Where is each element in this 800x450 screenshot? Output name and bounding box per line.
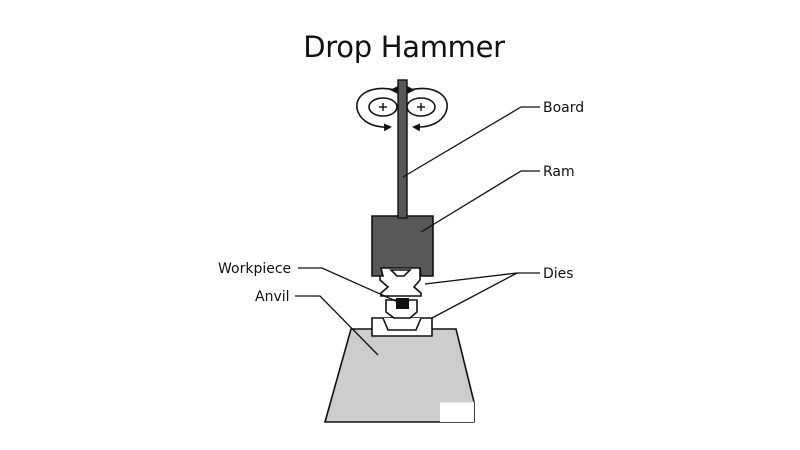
upper-die bbox=[379, 264, 422, 297]
board bbox=[397, 79, 408, 219]
leader-anvil bbox=[295, 295, 379, 356]
label-dies: Dies bbox=[543, 266, 574, 282]
leader-ram bbox=[420, 170, 540, 233]
leader-dies-lower bbox=[431, 272, 518, 319]
leader-board bbox=[402, 106, 540, 178]
label-anvil: Anvil bbox=[255, 289, 290, 305]
roller-right bbox=[406, 97, 436, 117]
workpiece bbox=[396, 298, 409, 309]
label-ram: Ram bbox=[543, 164, 575, 180]
diagram-title: Drop Hammer bbox=[303, 30, 505, 64]
rotation-arrow-icon bbox=[356, 86, 448, 132]
label-workpiece: Workpiece bbox=[218, 261, 291, 277]
label-board: Board bbox=[543, 100, 584, 116]
leader-dies-upper bbox=[424, 272, 540, 285]
anvil bbox=[323, 328, 475, 423]
ram bbox=[371, 215, 434, 277]
leader-workpiece bbox=[298, 267, 399, 303]
roller-left bbox=[368, 97, 398, 117]
